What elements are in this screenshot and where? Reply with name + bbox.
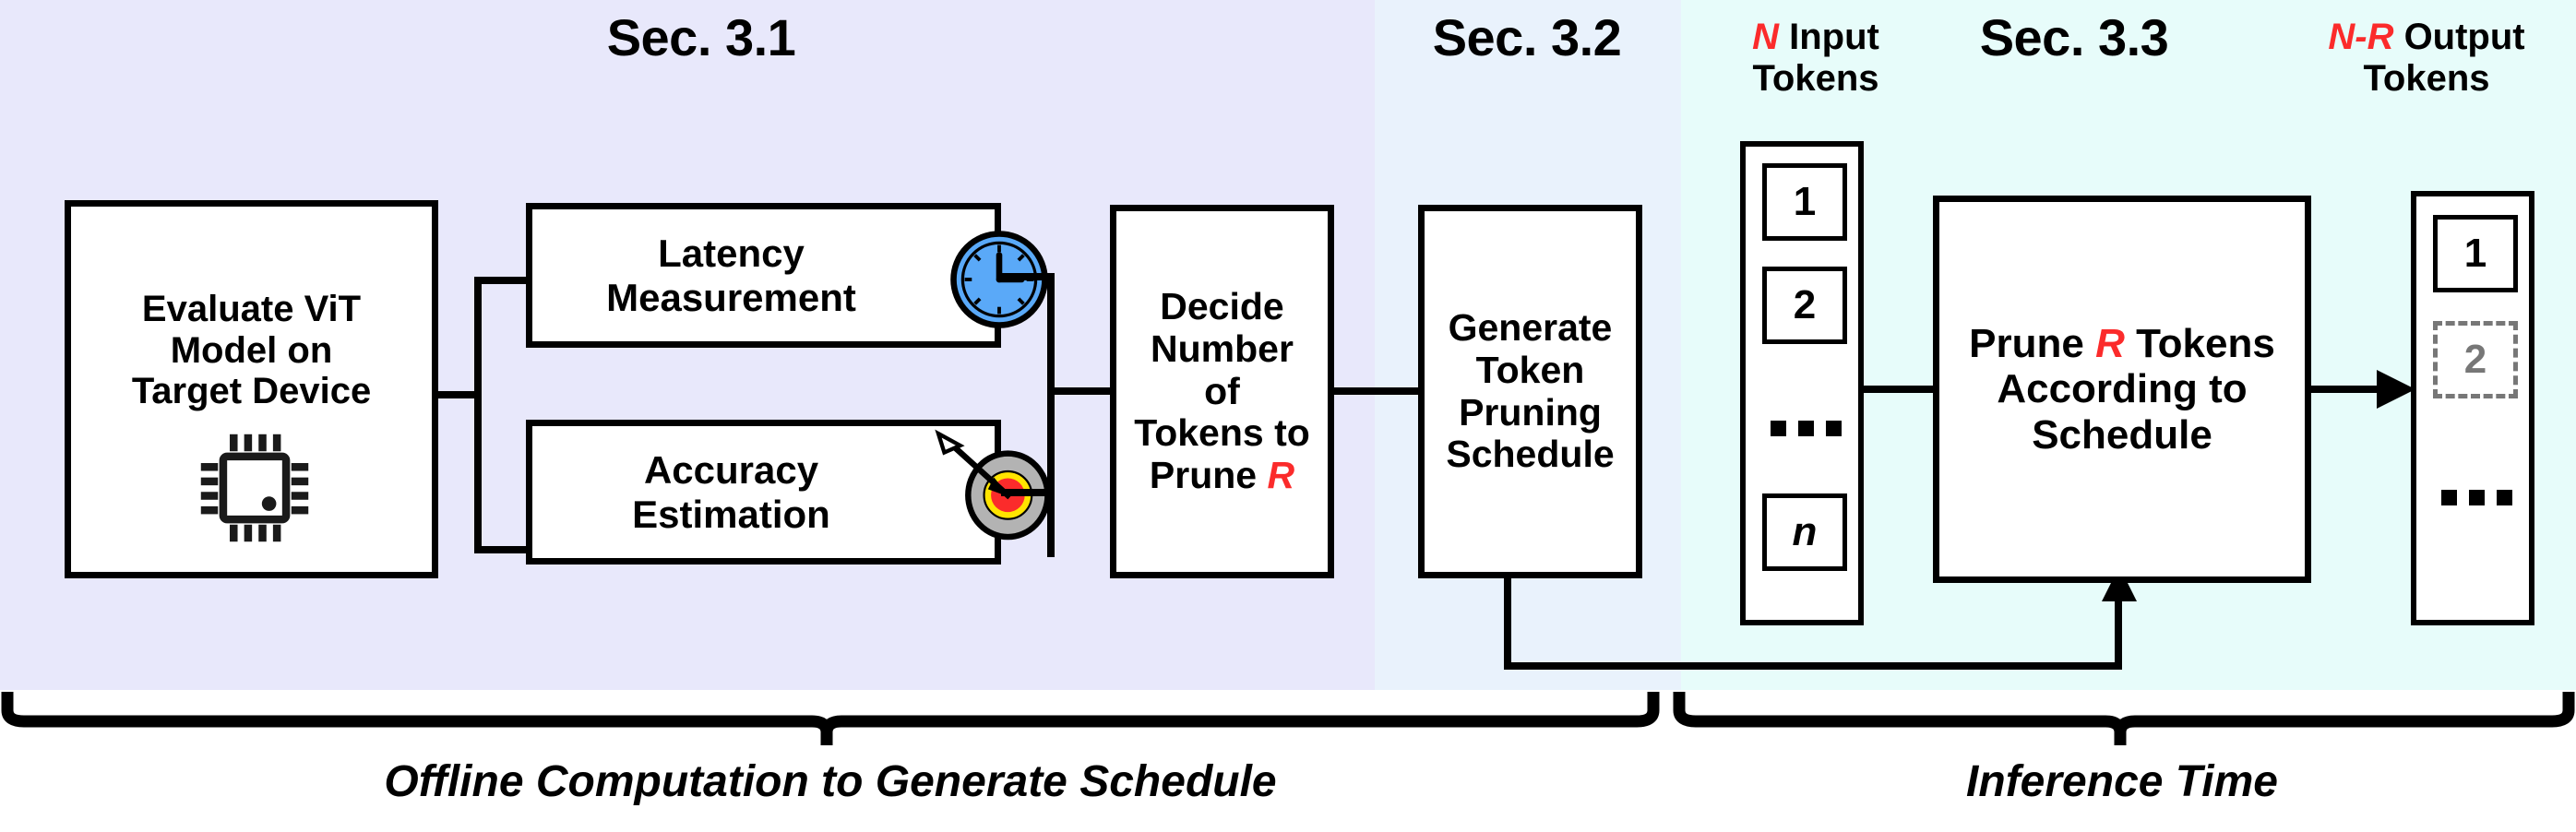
box-decide-line5: Prune R <box>1124 454 1320 497</box>
output-tokens-caption-rest: Output <box>2393 17 2525 57</box>
input-tokens-caption-rest: Input <box>1779 17 1879 57</box>
box-accuracy-estimation[interactable]: Accuracy Estimation <box>526 420 1001 565</box>
connector-branch-vertical <box>474 277 482 553</box>
box-decide-line3: of <box>1204 369 1240 412</box>
box-latency-measurement[interactable]: Latency Measurement <box>526 203 1001 348</box>
box-evaluate-line2: Model on <box>170 329 333 371</box>
output-token-1[interactable]: 1 <box>2433 215 2518 292</box>
input-tokens-caption: N Input Tokens <box>1705 17 1926 100</box>
variable-n-minus-r: N-R <box>2328 17 2394 57</box>
connector-merge-to-decide <box>1047 387 1112 395</box>
feedback-arrowhead-icon <box>2100 566 2139 603</box>
box-prune-line3: Schedule <box>2032 411 2212 458</box>
box-generate-line4: Schedule <box>1446 433 1615 476</box>
box-prune-line2: According to <box>1997 366 2248 412</box>
connector-branch-to-accuracy <box>474 546 530 553</box>
variable-r: R <box>1267 454 1295 497</box>
section-header-sec31: Sec. 3.1 <box>606 8 796 66</box>
connector-latency-out <box>1001 273 1052 280</box>
output-tokens-ellipsis <box>2441 490 2512 505</box>
input-tokens-ellipsis <box>1771 421 1842 436</box>
input-tokens-caption-line2: Tokens <box>1752 57 1879 99</box>
microchip-icon <box>189 420 320 556</box>
box-prune-tokens[interactable]: Prune R Tokens According to Schedule <box>1933 196 2311 583</box>
connector-decide-to-generate <box>1334 387 1423 395</box>
input-token-n[interactable]: n <box>1762 493 1847 571</box>
connector-merge-vertical <box>1047 273 1055 557</box>
box-evaluate-line1: Evaluate ViT <box>141 288 362 329</box>
box-generate-line1: Generate <box>1448 305 1613 349</box>
box-decide-prune-label: Prune <box>1149 454 1268 497</box>
box-generate-line3: Pruning <box>1459 390 1602 434</box>
box-decide-line2: Number <box>1151 327 1294 370</box>
brace-label-inference: Inference Time <box>1966 757 2278 806</box>
output-tokens-caption: N-R Output Tokens <box>2279 17 2574 100</box>
brace-inference-time <box>1672 690 2576 747</box>
box-prune-line1: Prune R Tokens <box>1947 321 2297 366</box>
output-tokens-column: 1 2 <box>2411 191 2534 625</box>
box-accuracy-line2: Estimation <box>632 492 830 536</box>
feedback-line-across <box>1504 662 2122 670</box>
section-header-sec32: Sec. 3.2 <box>1432 8 1622 66</box>
input-tokens-column: 1 2 n <box>1740 141 1864 625</box>
box-prune-prefix: Prune <box>1969 321 2096 367</box>
box-latency-line2: Measurement <box>606 275 856 319</box>
box-evaluate-vit-model[interactable]: Evaluate ViT Model on Target Device <box>65 200 438 578</box>
variable-n: N <box>1752 17 1780 57</box>
brace-offline-computation <box>0 690 1661 747</box>
box-decide-tokens-to-prune[interactable]: Decide Number of Tokens to Prune R <box>1110 205 1334 578</box>
connector-prune-to-output <box>2311 386 2396 393</box>
connector-evaluate-stem <box>435 391 482 398</box>
feedback-line-up <box>2115 593 2122 670</box>
target-arrow-icon <box>930 420 1051 549</box>
section-header-sec33: Sec. 3.3 <box>1979 8 2169 66</box>
connector-branch-to-latency <box>474 277 530 284</box>
output-token-2-pruned[interactable]: 2 <box>2433 321 2518 398</box>
input-token-2[interactable]: 2 <box>1762 267 1847 344</box>
feedback-line-down <box>1504 578 1511 669</box>
connector-accuracy-out <box>1001 489 1052 496</box>
box-evaluate-line3: Target Device <box>131 371 372 412</box>
input-token-1[interactable]: 1 <box>1762 163 1847 241</box>
brace-label-offline: Offline Computation to Generate Schedule <box>384 757 1277 806</box>
box-decide-line1: Decide <box>1160 284 1284 327</box>
box-decide-line4: Tokens to <box>1134 411 1310 455</box>
box-prune-suffix: Tokens <box>2124 321 2275 367</box>
box-latency-line1: Latency <box>658 232 805 276</box>
variable-r-prune: R <box>2095 321 2125 367</box>
output-tokens-caption-line2: Tokens <box>2363 57 2490 99</box>
box-accuracy-line1: Accuracy <box>643 448 819 493</box>
connector-input-to-prune <box>1864 386 1954 393</box>
box-generate-pruning-schedule[interactable]: Generate Token Pruning Schedule <box>1418 205 1642 578</box>
box-generate-line2: Token <box>1475 348 1585 391</box>
output-arrowhead-icon <box>2377 368 2415 410</box>
